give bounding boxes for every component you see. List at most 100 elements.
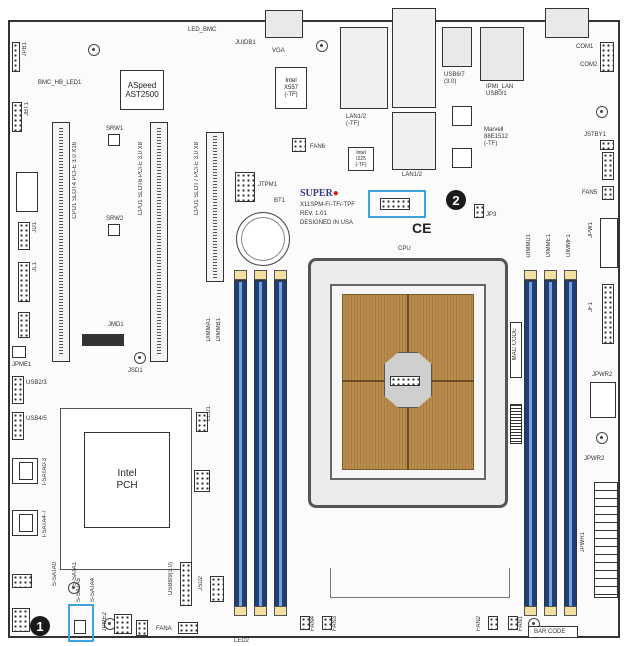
fan5-header — [602, 186, 614, 200]
jd1-header — [18, 222, 30, 250]
juidb-label: JUIDB1 — [235, 40, 256, 46]
pcie-slot-6 — [150, 122, 168, 362]
jf1-header — [602, 284, 614, 344]
dimm-e1-label: DIMME1 — [546, 234, 552, 258]
highlight-box-2 — [368, 190, 426, 218]
bottom-slot-outline — [330, 568, 510, 598]
dimm-clip — [254, 270, 267, 280]
srw1-box — [108, 134, 120, 146]
jpac1-header — [136, 620, 148, 636]
ipmi-lan-port — [480, 27, 524, 81]
bmc-hb-led-label: BMC_HB_LED1 — [38, 80, 82, 86]
usb45-header — [12, 412, 24, 440]
pcie-slot-4 — [52, 122, 70, 362]
jpg1-header — [196, 412, 208, 432]
led2-label: LED2 — [234, 638, 250, 644]
board-model-label: X11SPM-F/-TF/-TPF — [300, 202, 355, 208]
s-sata-header — [12, 574, 32, 588]
dimm-clip — [254, 606, 267, 616]
lan-port-right — [392, 8, 436, 108]
pcie-slot-6-label: CPU1 SLOT6 PCI-E 3.0 X8 — [138, 142, 144, 216]
battery-bt1 — [236, 212, 290, 266]
jf1-left-header — [18, 312, 30, 338]
bt1-label: BT1 — [274, 198, 286, 204]
fan3-label: FAN3 — [332, 616, 338, 632]
jsd2-label: JSD2 — [198, 576, 204, 591]
jp3-header — [474, 204, 484, 218]
rev-label: REV. 1.01 — [300, 211, 327, 217]
com1-label: COM1 — [576, 44, 594, 50]
fan2-header — [488, 616, 498, 630]
jipmb1-label: JPME2 — [102, 612, 108, 632]
mount-hole-top-left — [88, 44, 100, 56]
jpme1-header — [12, 346, 26, 358]
jsd-right-header — [602, 152, 614, 180]
jpwr2-header — [590, 382, 616, 418]
mount-hole-right-2 — [596, 432, 608, 444]
dimm-a1 — [234, 280, 247, 612]
dimm-clip — [524, 606, 537, 616]
jbt1-label: JBT1 — [24, 102, 30, 117]
jipmb1-header — [114, 614, 132, 634]
jsd2-header — [210, 576, 224, 602]
srw1-label: SRW1 — [106, 126, 124, 132]
dimm-c1 — [274, 280, 287, 612]
dimm-clip — [274, 606, 287, 616]
pch-chip: Intel PCH — [84, 432, 170, 528]
usb-port — [442, 27, 472, 67]
mount-hole-mid — [134, 352, 146, 364]
lan-port-lower — [392, 112, 436, 170]
dimm-d1 — [524, 280, 537, 612]
usb23-header — [12, 376, 24, 404]
jpw1-header — [600, 218, 618, 268]
fana-label: FANA — [156, 626, 172, 632]
jsd-mid-header — [194, 470, 210, 492]
dimm-clip — [274, 270, 287, 280]
bar-code-label: BAR CODE — [534, 629, 566, 635]
lan-port-top — [340, 27, 388, 109]
highlight-box-1 — [68, 604, 94, 642]
supermicro-logo: SUPER● — [300, 188, 339, 199]
lan-label-1: LAN1/2 (-TF) — [346, 114, 367, 127]
usb-label: USB6/7 (3.0) — [444, 72, 465, 85]
jp3-label: JP3 — [486, 212, 497, 218]
marvell-box-2 — [452, 148, 472, 168]
jpme1-label: JPME1 — [12, 362, 32, 368]
usb89-label: USB8/9(3.0) — [168, 562, 174, 596]
callout-1: 1 — [30, 616, 50, 636]
s-sata-highlighted-port — [74, 620, 86, 634]
dimm-clip — [234, 270, 247, 280]
i-sata0-3-label: I-SATA0-3 — [42, 458, 48, 486]
vga-label: VGA — [272, 48, 285, 54]
jpwr2-label: JPWR2 — [592, 372, 613, 378]
jstby1-header — [600, 140, 614, 150]
jpwr2-label-lower: JPWR2 — [584, 456, 605, 462]
left-connector-1 — [16, 172, 38, 212]
jpw1-label: JPW1 — [588, 222, 594, 239]
dimm-b1 — [254, 280, 267, 612]
led-bmc-label: LED_BMC — [188, 27, 217, 33]
barcode-strip — [510, 404, 522, 444]
jd1-label: JD1 — [32, 222, 38, 233]
mount-hole-pch-left — [68, 582, 80, 594]
dimm-a1-label: DIMMA1 — [206, 318, 212, 342]
mac-code-box — [510, 322, 522, 378]
s-sata0-label: S-SATA0 — [52, 562, 58, 587]
jl1-header — [18, 262, 30, 302]
intel-i225-chip: Intel I225 (-TF) — [348, 147, 374, 171]
jpg1-label: LED1 — [206, 406, 212, 422]
aspeed-chip: ASpeed AST2500 — [120, 70, 164, 110]
fan3-header — [322, 616, 332, 630]
s-sata4-label: S-SATA4 — [90, 578, 96, 603]
cpu-fan-header — [390, 376, 420, 386]
dimm-clip — [544, 606, 557, 616]
dimm-clip — [234, 606, 247, 616]
jbt1-header — [12, 102, 22, 132]
dimm-f1-label: DIMMF1 — [566, 234, 572, 257]
jpme2-header-highlighted — [380, 198, 410, 210]
callout-2: 2 — [446, 190, 466, 210]
dimm-clip — [564, 270, 577, 280]
com2-label: COM2 — [580, 62, 598, 68]
pcie-slot-7-label: CPU1 SLOT7 PCI-E 3.0 X8 — [194, 142, 200, 216]
jsd1-label: JSD1 — [128, 368, 143, 374]
